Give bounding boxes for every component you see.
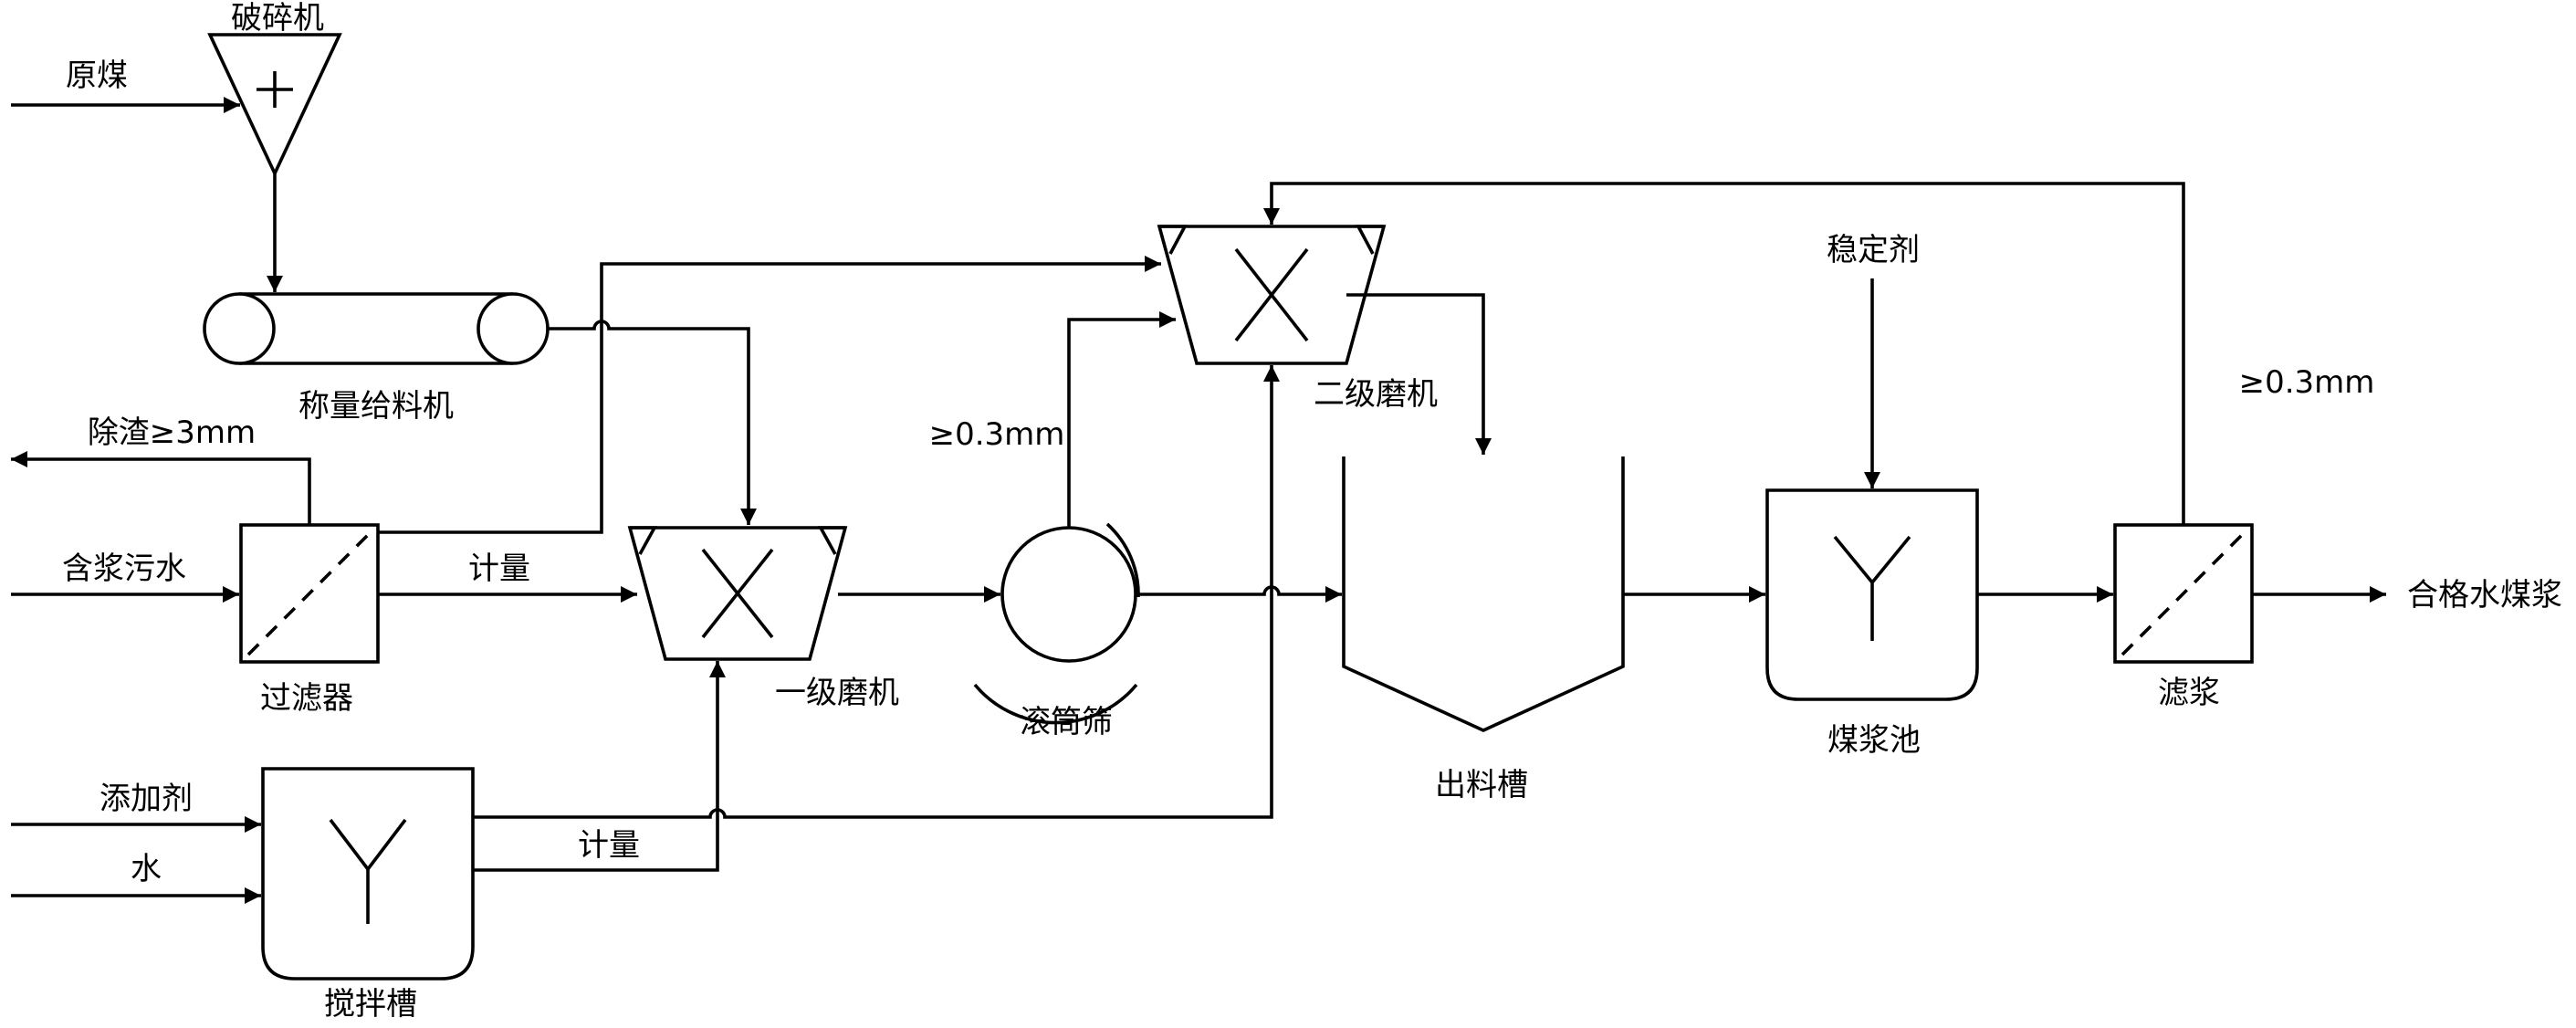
drum-screen xyxy=(973,522,1140,725)
label-water: 水 xyxy=(131,851,162,887)
slurry-pool xyxy=(1765,488,1979,701)
label-mixing-tank: 搅拌槽 xyxy=(324,986,417,1023)
primary-mill xyxy=(627,526,848,661)
label-slag-removal: 除渣≥3mm xyxy=(88,414,256,451)
label-slurry-pool: 煤浆池 xyxy=(1827,722,1921,759)
weigh-feeder xyxy=(203,292,550,365)
secondary-mill xyxy=(1157,225,1387,365)
label-metering-2: 计量 xyxy=(578,827,640,864)
label-product: 合格水煤浆 xyxy=(2407,577,2562,614)
label-stabilizer: 稳定剂 xyxy=(1827,232,1920,268)
label-raw-coal: 原煤 xyxy=(66,58,128,94)
label-discharge-tank: 出料槽 xyxy=(1435,767,1528,803)
label-screen-size-2: ≥0.3mm xyxy=(2239,364,2375,401)
labels: 原煤 破碎机 称量给料机 除渣≥3mm 含浆污水 过滤器 计量 一级磨机 滚筒筛… xyxy=(62,0,2562,1023)
crusher xyxy=(207,33,342,178)
slurry-filter xyxy=(2113,523,2254,664)
label-slurry-filter: 滤浆 xyxy=(2158,675,2220,711)
label-secondary-mill: 二级磨机 xyxy=(1314,376,1438,413)
label-metering-1: 计量 xyxy=(468,551,530,587)
label-screen-size-1: ≥0.3mm xyxy=(929,416,1065,453)
label-primary-mill: 一级磨机 xyxy=(775,675,899,711)
label-wastewater: 含浆污水 xyxy=(62,551,186,587)
label-filter: 过滤器 xyxy=(260,680,353,717)
label-crusher: 破碎机 xyxy=(231,0,324,37)
discharge-tank xyxy=(1342,456,1625,732)
label-drum-screen: 滚筒筛 xyxy=(1020,704,1113,740)
label-weigh-feeder: 称量给料机 xyxy=(298,388,454,425)
mixing-tank xyxy=(261,767,475,981)
flow-lines xyxy=(11,97,2386,904)
label-additive: 添加剂 xyxy=(99,781,193,817)
filter xyxy=(239,523,380,664)
